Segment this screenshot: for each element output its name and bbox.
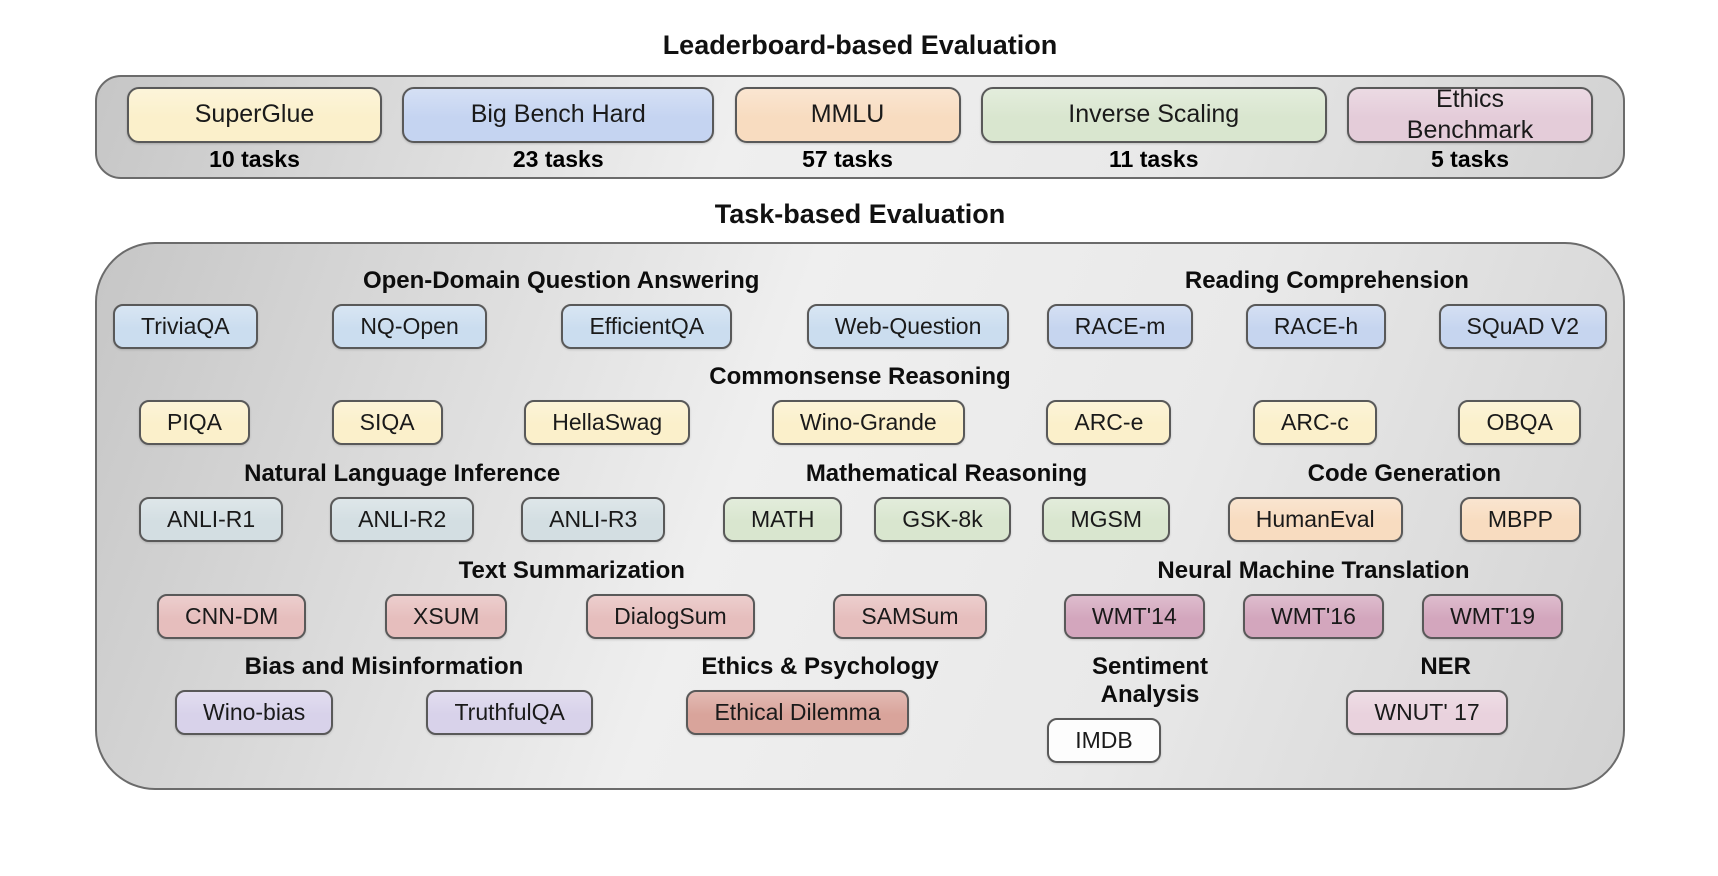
benchmark-box-arc-e: ARC-e <box>1046 400 1172 446</box>
benchmark-box-mbpp: MBPP <box>1459 496 1581 542</box>
group-natural-language-inference: Natural Language Inference ANLI-R1 ANLI-… <box>139 459 666 542</box>
benchmark-box-obqa: OBQA <box>1458 400 1581 446</box>
benchmark-box-humaneval: HumanEval <box>1227 496 1403 542</box>
group-header-mathematical-reasoning: Mathematical Reasoning <box>805 459 1088 487</box>
benchmark-box-triviaqa: TriviaQA <box>113 303 258 349</box>
group-header-reading-comprehension: Reading Comprehension <box>1184 266 1469 294</box>
benchmark-box-wmt16: WMT'16 <box>1242 593 1384 639</box>
leaderboard-cell-superglue: SuperGlue 10 tasks <box>127 87 382 173</box>
benchmark-box-imdb: IMDB <box>1047 718 1161 764</box>
group-header-bias-and-misinformation: Bias and Misinformation <box>244 653 524 681</box>
benchmark-box-dialogsum: DialogSum <box>586 593 755 639</box>
task-row-2: Commonsense Reasoning PIQA SIQA HellaSwa… <box>97 363 1623 446</box>
benchmark-box-truthfulqa: TruthfulQA <box>426 690 593 736</box>
benchmark-box-hellaswag: HellaSwag <box>524 400 691 446</box>
group-sentiment-analysis: Sentiment Analysis IMDB <box>1047 653 1253 764</box>
benchmark-box-squad-v2: SQuAD V2 <box>1438 303 1607 349</box>
group-code-generation: Code Generation HumanEval MBPP <box>1227 459 1581 542</box>
group-reading-comprehension: Reading Comprehension RACE-m RACE-h SQuA… <box>1046 266 1607 349</box>
group-neural-machine-translation: Neural Machine Translation WMT'14 WMT'16… <box>1063 556 1563 639</box>
benchmark-box-math: MATH <box>723 496 843 542</box>
evaluation-diagram: Leaderboard-based Evaluation SuperGlue 1… <box>95 0 1625 790</box>
leaderboard-cell-inverse-scaling: Inverse Scaling 11 tasks <box>980 87 1327 173</box>
benchmark-box-cnn-dm: CNN-DM <box>157 593 307 639</box>
benchmark-box-wino-grande: Wino-Grande <box>771 400 965 446</box>
group-header-sentiment-analysis: Sentiment Analysis <box>1091 653 1208 709</box>
benchmark-box-wnut-17: WNUT' 17 <box>1346 690 1508 736</box>
benchmark-box-nq-open: NQ-Open <box>332 303 487 349</box>
task-count-big-bench-hard: 23 tasks <box>512 146 604 172</box>
group-header-natural-language-inference: Natural Language Inference <box>244 459 561 487</box>
benchmark-box-mgsm: MGSM <box>1042 496 1171 542</box>
benchmark-box-arc-c: ARC-c <box>1253 400 1377 446</box>
task-count-mmlu: 57 tasks <box>802 146 893 172</box>
benchmark-box-samsum: SAMSum <box>833 593 987 639</box>
leaderboard-cell-ethics-benchmark: Ethics Benchmark 5 tasks <box>1347 85 1593 173</box>
benchmark-box-gsk-8k: GSK-8k <box>874 496 1011 542</box>
benchmark-box-siqa: SIQA <box>331 400 443 446</box>
leaderboard-cell-mmlu: MMLU 57 tasks <box>734 87 961 173</box>
benchmark-box-superglue: SuperGlue <box>127 87 382 143</box>
benchmark-box-anli-r2: ANLI-R2 <box>330 496 475 542</box>
group-header-ner: NER <box>1420 653 1472 681</box>
benchmark-box-inverse-scaling: Inverse Scaling <box>980 87 1327 143</box>
group-ethics-psychology: Ethics & Psychology Ethical Dilemma <box>686 653 953 736</box>
group-text-summarization: Text Summarization CNN-DM XSUM DialogSum… <box>157 557 987 639</box>
task-row-4: Text Summarization CNN-DM XSUM DialogSum… <box>97 557 1623 639</box>
group-header-ethics-psychology: Ethics & Psychology <box>701 653 939 681</box>
benchmark-box-mmlu: MMLU <box>734 87 961 143</box>
group-header-commonsense-reasoning: Commonsense Reasoning <box>709 363 1011 391</box>
task-count-inverse-scaling: 11 tasks <box>1108 146 1199 172</box>
task-count-superglue: 10 tasks <box>209 146 300 172</box>
task-section-title: Task-based Evaluation <box>714 199 1006 229</box>
leaderboard-section-title: Leaderboard-based Evaluation <box>662 30 1058 60</box>
task-panel: Open-Domain Question Answering TriviaQA … <box>95 242 1625 790</box>
benchmark-box-race-m: RACE-m <box>1046 303 1194 349</box>
benchmark-box-piqa: PIQA <box>139 400 250 446</box>
benchmark-box-big-bench-hard: Big Bench Hard <box>402 87 715 143</box>
task-row-3: Natural Language Inference ANLI-R1 ANLI-… <box>97 460 1623 542</box>
task-row-5: Bias and Misinformation Wino-bias Truthf… <box>97 653 1623 764</box>
benchmark-box-race-h: RACE-h <box>1245 303 1387 349</box>
leaderboard-cell-big-bench-hard: Big Bench Hard 23 tasks <box>402 87 715 173</box>
leaderboard-panel: SuperGlue 10 tasks Big Bench Hard 23 tas… <box>95 75 1625 179</box>
benchmark-box-xsum: XSUM <box>384 593 508 639</box>
benchmark-box-wmt19: WMT'19 <box>1422 593 1563 639</box>
benchmark-box-ethical-dilemma: Ethical Dilemma <box>686 690 909 736</box>
group-bias-and-misinformation: Bias and Misinformation Wino-bias Truthf… <box>175 653 593 736</box>
benchmark-box-wmt14: WMT'14 <box>1063 593 1205 639</box>
benchmark-box-web-question: Web-Question <box>806 303 1010 349</box>
group-open-domain-qa: Open-Domain Question Answering TriviaQA … <box>113 266 1010 349</box>
group-commonsense-reasoning: Commonsense Reasoning PIQA SIQA HellaSwa… <box>99 363 1621 446</box>
group-header-code-generation: Code Generation <box>1307 459 1502 487</box>
group-mathematical-reasoning: Mathematical Reasoning MATH GSK-8k MGSM <box>723 459 1171 542</box>
benchmark-box-anli-r1: ANLI-R1 <box>139 496 284 542</box>
group-header-text-summarization: Text Summarization <box>458 556 685 584</box>
benchmark-box-wino-bias: Wino-bias <box>175 690 334 736</box>
group-header-open-domain-qa: Open-Domain Question Answering <box>362 266 760 294</box>
group-ner: NER WNUT' 17 <box>1346 653 1545 736</box>
benchmark-box-anli-r3: ANLI-R3 <box>521 496 666 542</box>
task-row-1: Open-Domain Question Answering TriviaQA … <box>97 267 1623 349</box>
benchmark-box-ethics-benchmark: Ethics Benchmark <box>1347 85 1593 144</box>
benchmark-box-efficientqa: EfficientQA <box>561 303 733 349</box>
group-header-neural-machine-translation: Neural Machine Translation <box>1157 556 1470 584</box>
task-count-ethics-benchmark: 5 tasks <box>1430 146 1509 172</box>
